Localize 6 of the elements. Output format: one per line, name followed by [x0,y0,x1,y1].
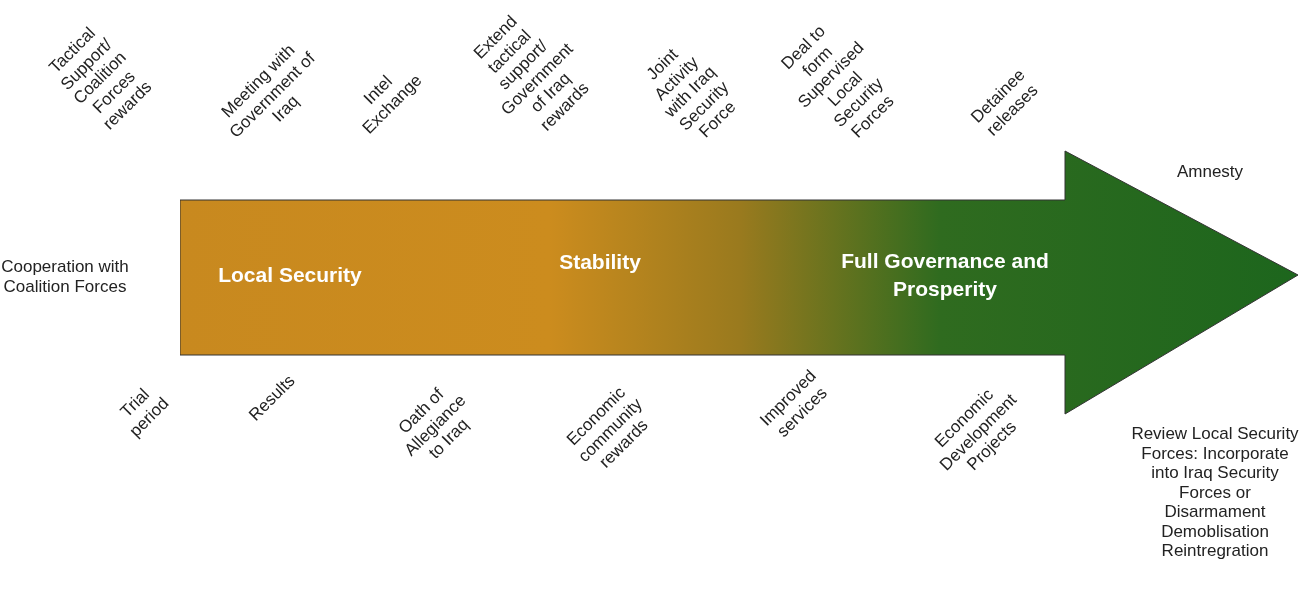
stage-label: Local Security [217,261,363,288]
step-label: Review Local Security Forces: Incorporate into Iraq Security Forces or Disarmament Demoblisation Reintregration [1130,423,1300,561]
step-label: Amnesty [1175,162,1245,182]
step-label: Cooperation with Coalition Forces [0,257,130,297]
stage-label: Full Governance and Prosperity [840,247,1050,302]
stage-label: Stability [558,248,642,275]
